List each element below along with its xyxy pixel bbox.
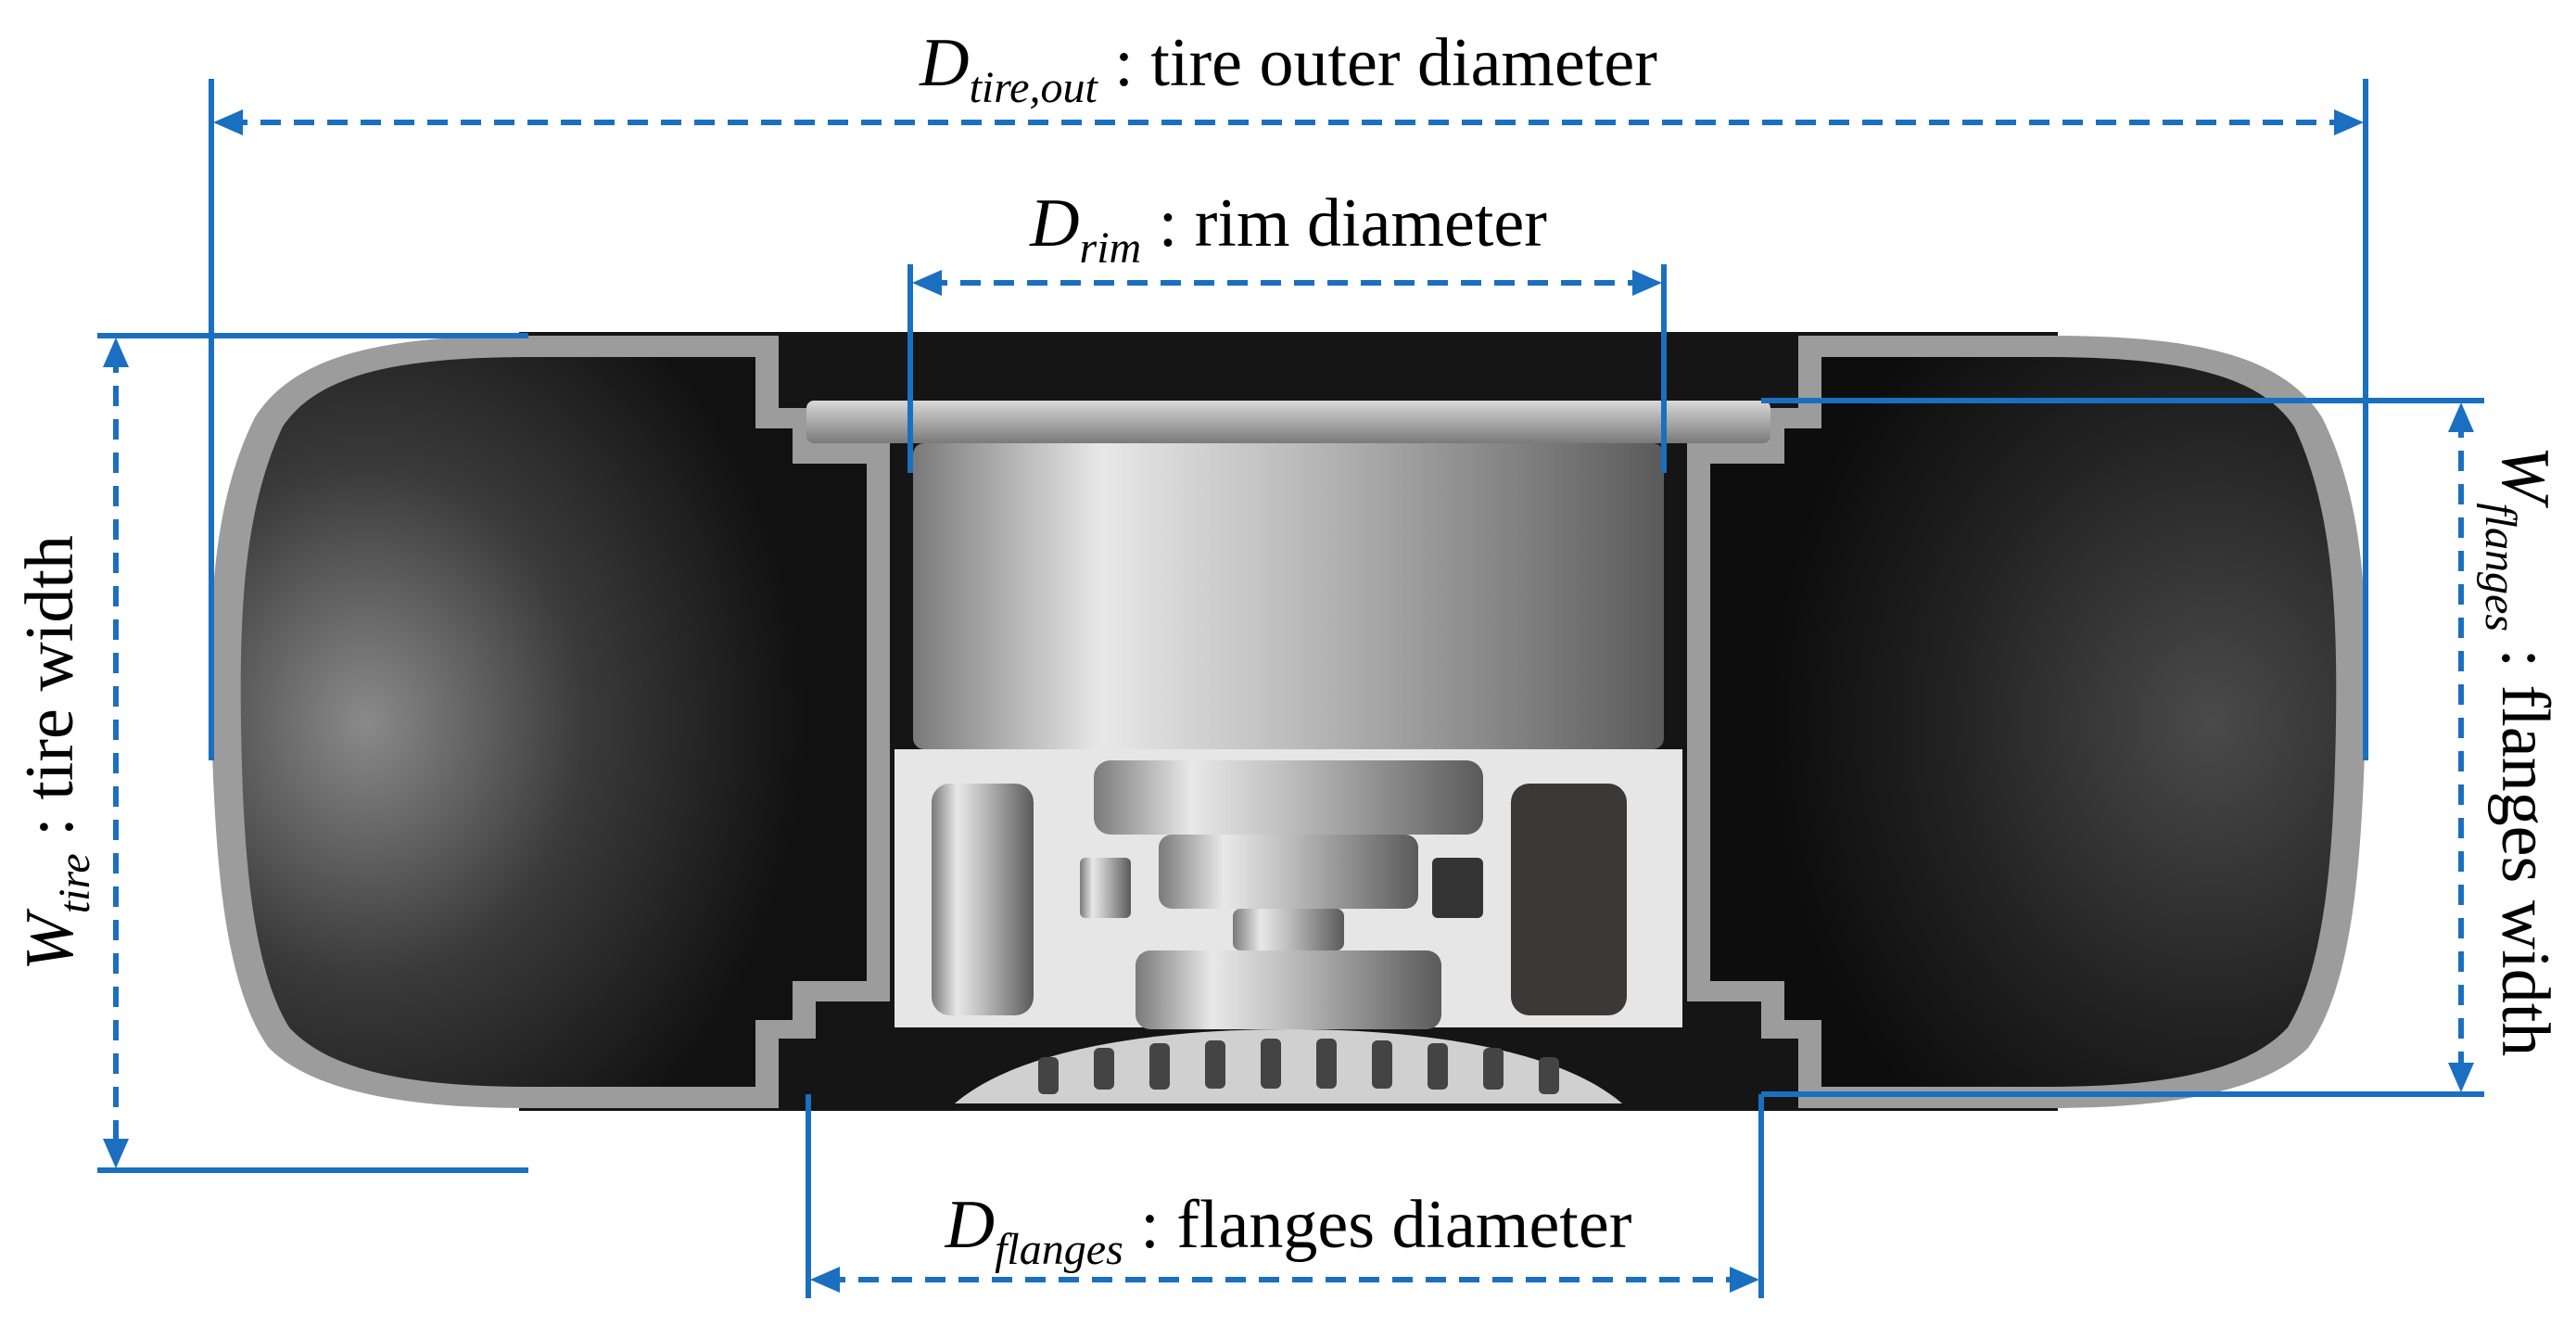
dimension-lines: [97, 79, 2484, 1298]
hub-step-4: [1136, 950, 1441, 1029]
dim-rim-arrow-right: [1632, 270, 1662, 296]
hub-step-2: [1159, 835, 1418, 909]
dim-tire-outer-arrow-right: [2334, 109, 2364, 135]
hub-fan-slots: [1038, 1039, 1559, 1094]
dim-flanges-width-arrow-top: [2448, 402, 2474, 432]
right-tire-chamber: [1710, 357, 2337, 1087]
hub-upper-drum: [913, 443, 1664, 749]
dim-tire-outer-arrow-left: [213, 109, 243, 135]
label-tire-width: Wtire : tire width: [12, 535, 99, 971]
dim-flanges-arrow-left: [810, 1267, 840, 1293]
hub-step-1: [1094, 760, 1483, 835]
label-flanges-diameter: Dflanges : flanges diameter: [945, 1187, 1632, 1274]
label-flanges-width: Wflanges : flanges width: [2476, 446, 2563, 1057]
hub-step-3: [1233, 909, 1344, 950]
dim-tire-width-arrow-bottom: [103, 1139, 129, 1168]
dim-tire-width-arrow-top: [103, 338, 129, 367]
dim-flanges-arrow-right: [1730, 1267, 1759, 1293]
hub-left-pillar: [932, 784, 1034, 1015]
hub-right-pillar: [1511, 784, 1627, 1015]
hub-left-block: [1080, 858, 1131, 918]
dim-flanges-width-arrow-bottom: [2448, 1063, 2474, 1092]
dim-rim-arrow-left: [912, 270, 942, 296]
hub-right-block: [1432, 858, 1483, 918]
hub-top-flange: [806, 401, 1770, 443]
hub-fan-bottom: [955, 1029, 1622, 1103]
label-rim-diameter: Drim : rim diameter: [1029, 185, 1547, 273]
left-tire-chamber: [240, 357, 867, 1087]
label-tire-outer-diameter: Dtire,out : tire outer diameter: [919, 25, 1657, 112]
